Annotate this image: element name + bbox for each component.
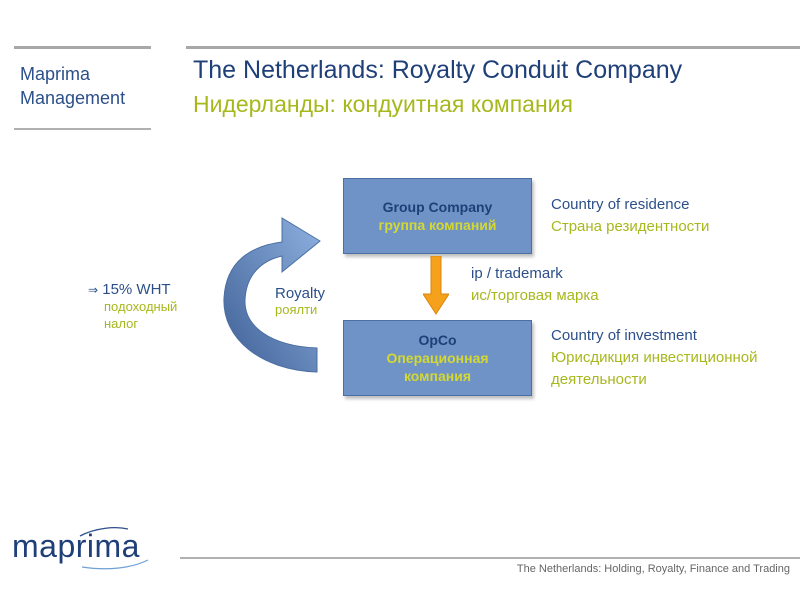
company-name-line2: Management (20, 88, 126, 108)
company-name: Maprima Management (20, 62, 125, 110)
investment-label-ru-line1: Юрисдикция инвестиционной (551, 349, 758, 366)
ip-label-ru: ис/торговая марка (471, 287, 599, 304)
maprima-logo: maprima (10, 524, 155, 574)
opco-label: OpCo (418, 332, 457, 348)
royalty-label-en: Royalty (275, 285, 326, 302)
header-rule-left-top (14, 46, 151, 49)
page-subtitle: Нидерланды: кондуитная компания (193, 91, 573, 117)
footer-rule (180, 557, 800, 559)
ip-down-arrow (423, 256, 449, 315)
residence-label-ru: Страна резидентности (551, 218, 710, 235)
logo-swoosh (79, 527, 149, 570)
footer-text: The Netherlands: Holding, Royalty, Finan… (516, 563, 790, 575)
opco-label-ru-line1: Операционная (386, 350, 489, 366)
wht-label-en: 15% WHT (102, 281, 171, 298)
royalty-label: Royalty роялти (275, 285, 325, 317)
investment-label-ru-line2: деятельности (551, 371, 647, 388)
group-company-box: Group Company группа компаний (343, 178, 532, 254)
residence-label: Country of residence Страна резидентност… (551, 194, 709, 238)
page-title: The Netherlands: Royalty Conduit Company (193, 56, 683, 84)
ip-label-en: ip / trademark (471, 265, 563, 282)
group-company-label-ru: группа компаний (378, 217, 497, 233)
header-rule-right-top (186, 46, 800, 49)
curved-royalty-arrow (223, 217, 321, 373)
investment-label-en: Country of investment (551, 327, 697, 344)
wht-label-ru-line1: подоходный (104, 299, 178, 314)
ip-label: ip / trademark ис/торговая марка (471, 263, 599, 307)
investment-label: Country of investment Юрисдикция инвести… (551, 325, 757, 391)
group-company-label: Group Company (382, 199, 493, 215)
wht-label: ⇒ 15% WHT подоходный налог (88, 281, 177, 332)
opco-label-ru-line2: компания (403, 368, 472, 384)
residence-label-en: Country of residence (551, 196, 690, 213)
wht-label-ru-line2: налог (104, 316, 139, 331)
royalty-label-ru: роялти (275, 302, 318, 317)
company-name-line1: Maprima (20, 64, 91, 84)
opco-box: OpCo Операционная компания (343, 320, 532, 396)
logo-text: maprima (12, 528, 140, 564)
header-rule-left-bottom (14, 128, 151, 130)
wht-arrow-icon: ⇒ (88, 283, 99, 297)
